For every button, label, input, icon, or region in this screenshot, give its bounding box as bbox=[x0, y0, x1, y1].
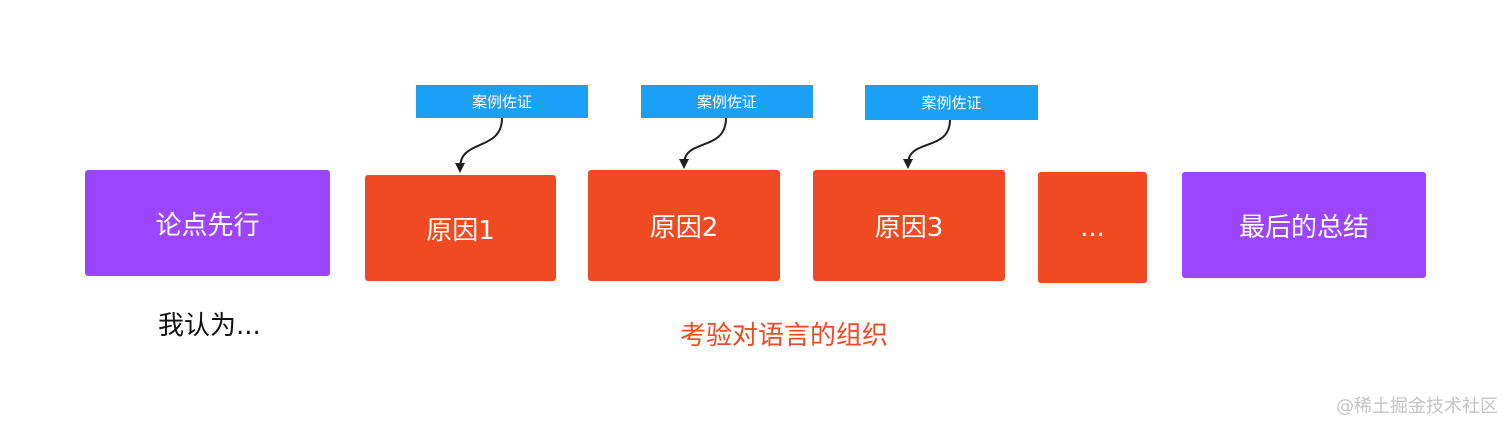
thesis-label: 论点先行 bbox=[155, 210, 260, 241]
reason-3-label: 原因3 bbox=[874, 213, 944, 243]
thesis-box: 论点先行 bbox=[85, 170, 330, 276]
conclusion-label: 最后的总结 bbox=[1238, 212, 1369, 243]
reason-1-box: 原因1 bbox=[365, 175, 556, 281]
arrow-example3-to-reason3 bbox=[903, 119, 951, 169]
example-tag-2: 案例佐证 bbox=[641, 85, 813, 118]
example-tag-2-label: 案例佐证 bbox=[696, 93, 757, 111]
example-tag-1-label: 案例佐证 bbox=[471, 93, 532, 111]
reason-3-box: 原因3 bbox=[813, 170, 1005, 281]
watermark: @稀土掘金技术社区 bbox=[1336, 396, 1498, 417]
reason-2-label: 原因2 bbox=[649, 213, 719, 243]
arrow-example2-to-reason2 bbox=[679, 117, 727, 169]
example-tag-3-label: 案例佐证 bbox=[921, 94, 982, 112]
more-reasons-box: ... bbox=[1038, 172, 1147, 283]
arrow-example1-to-reason1 bbox=[455, 117, 503, 173]
reason-2-box: 原因2 bbox=[588, 170, 780, 281]
conclusion-box: 最后的总结 bbox=[1182, 172, 1426, 278]
reason-1-label: 原因1 bbox=[426, 215, 495, 246]
more-reasons-label: ... bbox=[1080, 212, 1105, 243]
example-tag-3: 案例佐证 bbox=[865, 85, 1038, 120]
middle-caption: 考验对语言的组织 bbox=[680, 321, 889, 351]
example-tag-1: 案例佐证 bbox=[416, 85, 588, 118]
thesis-caption: 我认为... bbox=[158, 311, 261, 341]
